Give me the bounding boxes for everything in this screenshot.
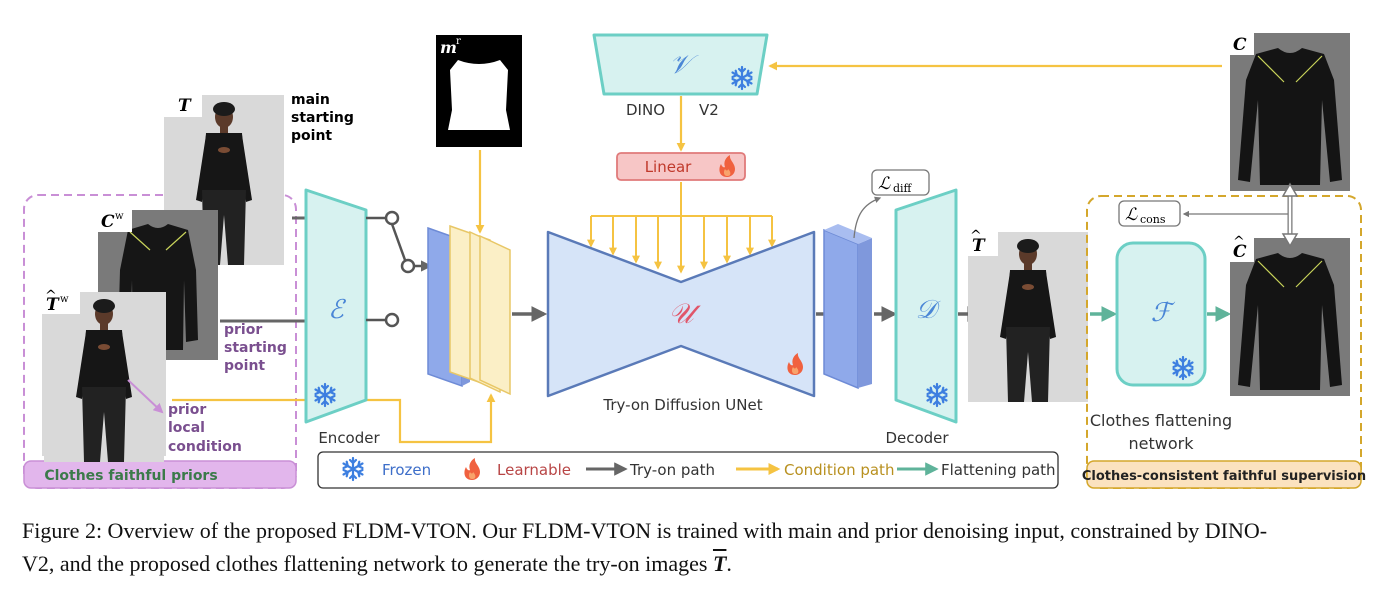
flatten-module: ℱ Clothes flattening network [1090,241,1232,453]
svg-text:local: local [168,420,205,436]
warped-person-sup: w [60,294,69,305]
cloth-gt-image: C [1230,33,1350,191]
svg-text:starting: starting [224,340,287,356]
caption-line-2: V2, and the proposed clothes flattening … [22,551,713,576]
svg-text:diff: diff [893,182,913,195]
svg-text:starting: starting [291,110,354,126]
mask-sup: r [456,36,461,47]
legend-learnable-label: Learnable [497,461,571,479]
cons-loss-box: ℒ cons [1118,200,1181,227]
linear-label: Linear [645,158,692,176]
local-condition-pointer [127,379,164,414]
prior-local-condition-note: prior local condition [168,402,242,455]
condition-injection-arrows [587,182,776,274]
architecture-diagram: Clothes faithful priors T main starting … [23,33,1366,489]
mask-label: m [440,38,457,57]
svg-text:point: point [291,128,332,144]
supervision-title: Clothes-consistent faithful supervision [1082,469,1366,484]
main-person-image: T [164,95,284,265]
consistency-arrow [1281,182,1299,248]
unet-label: Try-on Diffusion UNet [602,396,762,414]
decoder-module: 𝒟 Decoder [885,188,958,447]
latent-stack [427,224,511,396]
flatten-label-line1: Clothes flattening [1090,411,1232,430]
caption-line-1: Figure 2: Overview of the proposed FLDM-… [22,518,1268,543]
supervision-group: Clothes-consistent faithful supervision [1082,195,1366,489]
warped-person-image: T ^ w [42,288,166,462]
svg-text:cons: cons [1140,213,1166,226]
flatten-label-line2: network [1129,434,1195,453]
priors-group: Clothes faithful priors [23,194,297,489]
main-starting-point-note: main starting point [291,92,354,144]
result-label: T [972,236,986,256]
caption-end: . [726,551,732,576]
legend-frozen-label: Frozen [382,461,431,479]
cloth-pred-label: C [1233,242,1247,262]
warped-cloth-label: C [101,212,115,232]
encoder-label: Encoder [318,429,380,447]
warped-cloth-image: C w [97,209,219,361]
output-latent [823,224,872,390]
warped-person-hat: ^ [45,288,57,304]
input-switch [366,210,433,328]
svg-text:point: point [224,358,265,374]
svg-text:prior: prior [168,402,206,418]
diff-loss-connector [853,196,882,239]
diff-loss-box: ℒ diff [871,169,930,196]
dino-module: 𝒱 DINO V2 [592,33,769,119]
cloth-pred-image: C ^ [1230,234,1350,396]
warped-person-label: T [46,295,60,315]
dino-name-left: DINO [626,101,665,119]
mask-image: m r [436,35,522,147]
linear-module: Linear [616,152,746,181]
prior-starting-point-note: prior starting point [224,322,287,374]
legend-flatten-label: Flattening path [941,461,1056,479]
main-image-label: T [178,96,192,116]
figure-caption: Figure 2: Overview of the proposed FLDM-… [22,514,1372,580]
svg-text:ℒ: ℒ [1125,205,1138,225]
legend: Frozen Learnable Try-on path Condition p… [317,451,1059,489]
svg-text:condition: condition [168,439,242,455]
result-hat: ^ [970,228,982,244]
legend-tryon-label: Try-on path [629,461,715,479]
encoder-module: ℰ Encoder [304,188,380,447]
cloth-pred-hat: ^ [1233,234,1245,250]
unet-module: 𝒰 Try-on Diffusion UNet [546,230,816,414]
encoder-symbol: ℰ [328,295,346,325]
caption-symbol: T [712,551,727,576]
warped-cloth-sup: w [115,211,124,222]
legend-condition-label: Condition path [784,461,894,479]
result-image: T ^ [968,228,1088,402]
decoder-label: Decoder [885,429,949,447]
dino-name-right: V2 [699,101,719,119]
priors-title: Clothes faithful priors [44,468,217,484]
svg-text:ℒ: ℒ [878,174,891,194]
svg-text:main: main [291,92,330,108]
svg-text:prior: prior [224,322,262,338]
cloth-gt-label: C [1233,35,1247,55]
